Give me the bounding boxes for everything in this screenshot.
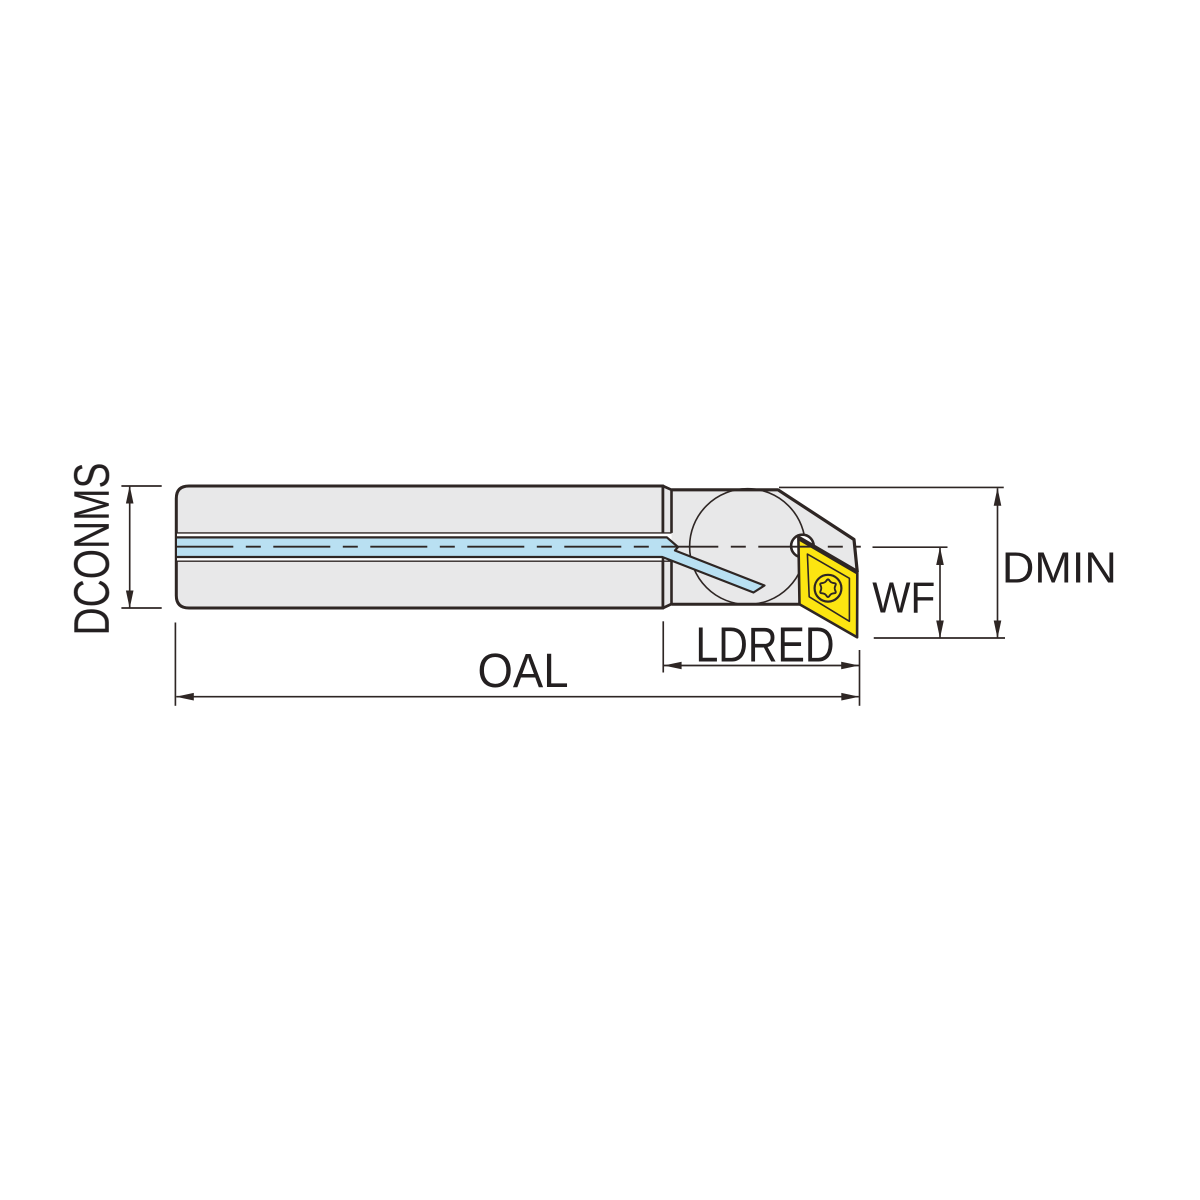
svg-text:OAL: OAL [478, 644, 569, 698]
svg-text:DMIN: DMIN [1002, 545, 1117, 593]
svg-text:LDRED: LDRED [696, 618, 835, 672]
svg-text:DCONMS: DCONMS [63, 463, 120, 636]
svg-text:WF: WF [872, 575, 935, 623]
